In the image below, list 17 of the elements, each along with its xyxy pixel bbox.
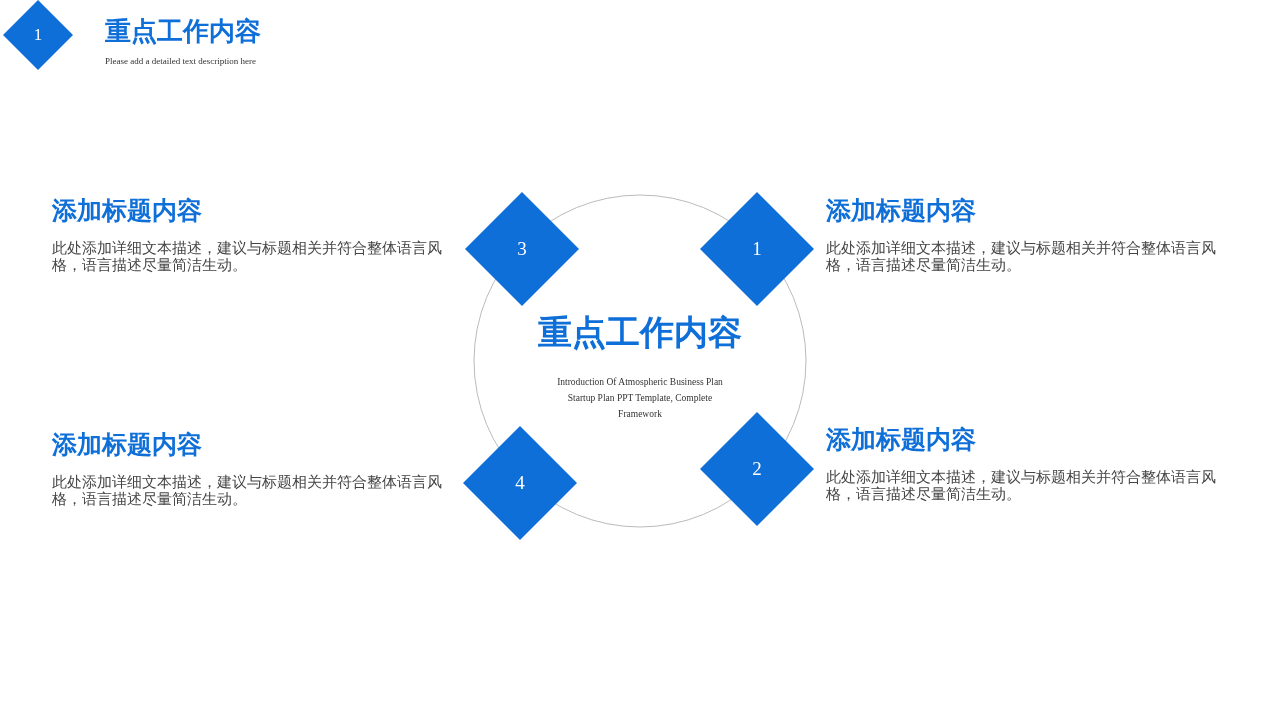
section-heading: 添加标题内容 — [52, 429, 202, 461]
center-description: Introduction Of Atmospheric Business Plan Startup Plan PPT Template, Complete Framework — [556, 376, 724, 421]
section-description: 此处添加详细文本描述，建议与标题相关并符合整体语言风格，语言描述尽量简洁生动。 — [826, 240, 1217, 274]
section-description: 此处添加详细文本描述，建议与标题相关并符合整体语言风格，语言描述尽量简洁生动。 — [826, 469, 1217, 503]
section-heading: 添加标题内容 — [52, 195, 202, 227]
step-number: 2 — [752, 458, 762, 480]
section-heading: 添加标题内容 — [826, 424, 976, 456]
step-number: 4 — [515, 472, 525, 494]
page-subtitle: Please add a detailed text description here — [105, 56, 256, 66]
section-description: 此处添加详细文本描述，建议与标题相关并符合整体语言风格，语言描述尽量简洁生动。 — [52, 474, 443, 508]
step-number: 1 — [752, 238, 762, 260]
center-heading: 重点工作内容 — [537, 311, 743, 354]
section-description: 此处添加详细文本描述，建议与标题相关并符合整体语言风格，语言描述尽量简洁生动。 — [52, 240, 443, 274]
section-heading: 添加标题内容 — [826, 195, 976, 227]
page-title: 重点工作内容 — [105, 15, 261, 48]
step-number: 1 — [33, 25, 43, 45]
step-number: 3 — [517, 238, 527, 260]
